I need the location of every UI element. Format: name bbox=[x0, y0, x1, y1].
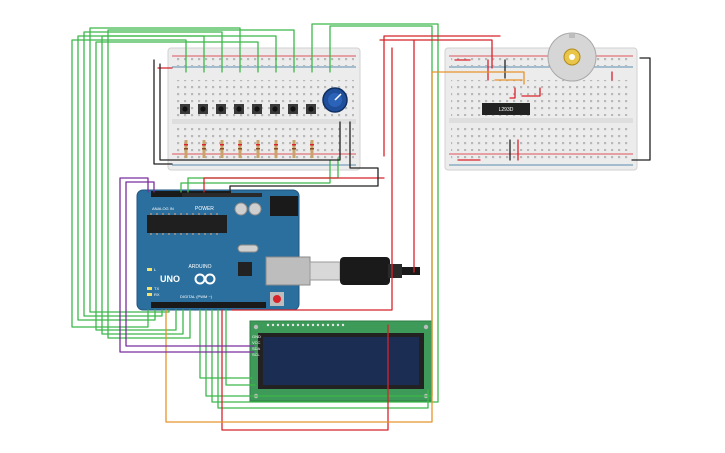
analog-header-label: ANALOG IN bbox=[152, 206, 174, 211]
l-label: L bbox=[154, 267, 157, 272]
lcd-pin-vcc: VCC bbox=[252, 340, 261, 345]
breadboard-right bbox=[444, 47, 638, 171]
resistors bbox=[184, 140, 314, 158]
wires-red bbox=[157, 35, 613, 431]
dc-motor-icon bbox=[547, 32, 597, 82]
capacitor-icon bbox=[234, 202, 248, 216]
wires-green bbox=[71, 23, 439, 409]
wires-black bbox=[153, 57, 651, 193]
board-model-label: UNO bbox=[160, 274, 180, 284]
power-jack bbox=[270, 196, 298, 216]
lcd-pin-scl: SCL bbox=[252, 352, 261, 357]
digital-header-label: DIGITAL (PWM ~) bbox=[180, 294, 213, 299]
motor-driver-chip: L293D bbox=[482, 103, 530, 115]
lcd-pin-sda: SDA bbox=[252, 346, 261, 351]
breadboard-left bbox=[167, 47, 361, 171]
lcd-screen bbox=[263, 337, 419, 385]
usb-port bbox=[265, 256, 311, 286]
led-rx bbox=[147, 293, 152, 296]
usb-cable-icon bbox=[309, 257, 420, 285]
potentiometer-icon[interactable] bbox=[322, 87, 348, 113]
rx-label: RX bbox=[154, 292, 160, 297]
led-tx bbox=[147, 287, 152, 290]
capacitor-icon bbox=[248, 202, 262, 216]
driver-chip-label: L293D bbox=[499, 107, 514, 113]
board-brand-label: ARDUINO bbox=[188, 264, 211, 270]
arduino-uno-board[interactable]: ARDUINO UNO POWER ANALOG IN DIGITAL (PWM… bbox=[136, 189, 311, 311]
tx-label: TX bbox=[154, 286, 159, 291]
lcd-pin-gnd: GND bbox=[252, 334, 261, 339]
wires-orange bbox=[165, 71, 525, 423]
led-l bbox=[147, 268, 152, 271]
digital-header bbox=[151, 302, 266, 308]
microcontroller-chip bbox=[147, 215, 227, 233]
lcd-16x2-module[interactable]: GND VCC SDA SCL bbox=[249, 320, 433, 402]
wires-purple bbox=[119, 177, 255, 353]
crystal-oscillator bbox=[237, 244, 259, 253]
power-header-label: POWER bbox=[195, 206, 214, 212]
arduino-logo-icon bbox=[194, 273, 216, 285]
